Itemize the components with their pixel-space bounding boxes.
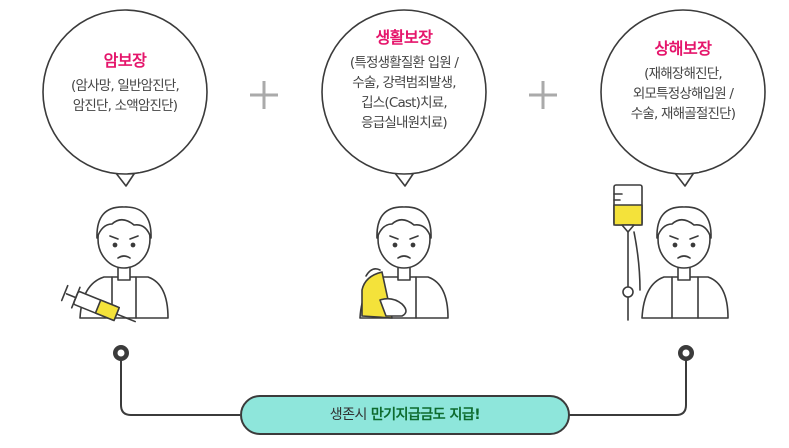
plus-operator: +	[531, 78, 555, 108]
bubble-line: 외모특정상해입원 /	[632, 86, 734, 102]
banner-prefix: 생존시	[329, 407, 371, 423]
bubble-line: (암사망, 일반암진단,	[71, 78, 180, 94]
bubble-line: (특정생활질환 입원 /	[349, 55, 459, 71]
worried-person-icon	[359, 206, 449, 319]
bubble-line: 암진단, 소액암진단)	[72, 98, 178, 114]
bubble-line: 응급실내원치료)	[361, 115, 448, 131]
bubble-line: 수술, 재해골절진단)	[630, 106, 736, 122]
plus-icon	[529, 81, 557, 109]
worried-person-icon	[641, 206, 729, 319]
bubble-line: 수술, 강력범죄발생,	[352, 75, 456, 91]
connector-line	[120, 360, 687, 416]
speech-bubble-life	[321, 9, 487, 187]
bubble-line: (재해장해진단,	[644, 66, 722, 82]
iv-drip-icon	[613, 184, 643, 321]
bubble-line: 깁스(Cast)치료,	[361, 95, 448, 111]
plus-icon	[250, 81, 278, 109]
bubble-life-text: 생활보장 (특정생활질환 입원 / 수술, 강력범죄발생, 깁스(Cast)치료…	[324, 27, 484, 133]
bubble-cancer-text: 암보장 (암사망, 일반암진단, 암진단, 소액암진단)	[50, 50, 200, 116]
plus-operator: +	[252, 78, 276, 108]
bubble-title: 생활보장	[375, 28, 433, 47]
speech-bubble-injury	[600, 9, 766, 187]
banner-emphasis: 만기지급금도 지급!	[370, 407, 481, 423]
connector-node	[113, 345, 129, 361]
bubble-title: 상해보장	[654, 39, 712, 58]
syringe-icon	[60, 284, 136, 323]
connector-node	[678, 345, 694, 361]
speech-bubble-cancer	[42, 9, 208, 187]
arm-sling-icon	[361, 268, 407, 319]
maturity-payment-banner: 생존시 만기지급금도 지급!	[240, 395, 570, 435]
bubble-title: 암보장	[103, 51, 147, 70]
bubble-injury-text: 상해보장 (재해장해진단, 외모특정상해입원 / 수술, 재해골절진단)	[603, 38, 763, 124]
